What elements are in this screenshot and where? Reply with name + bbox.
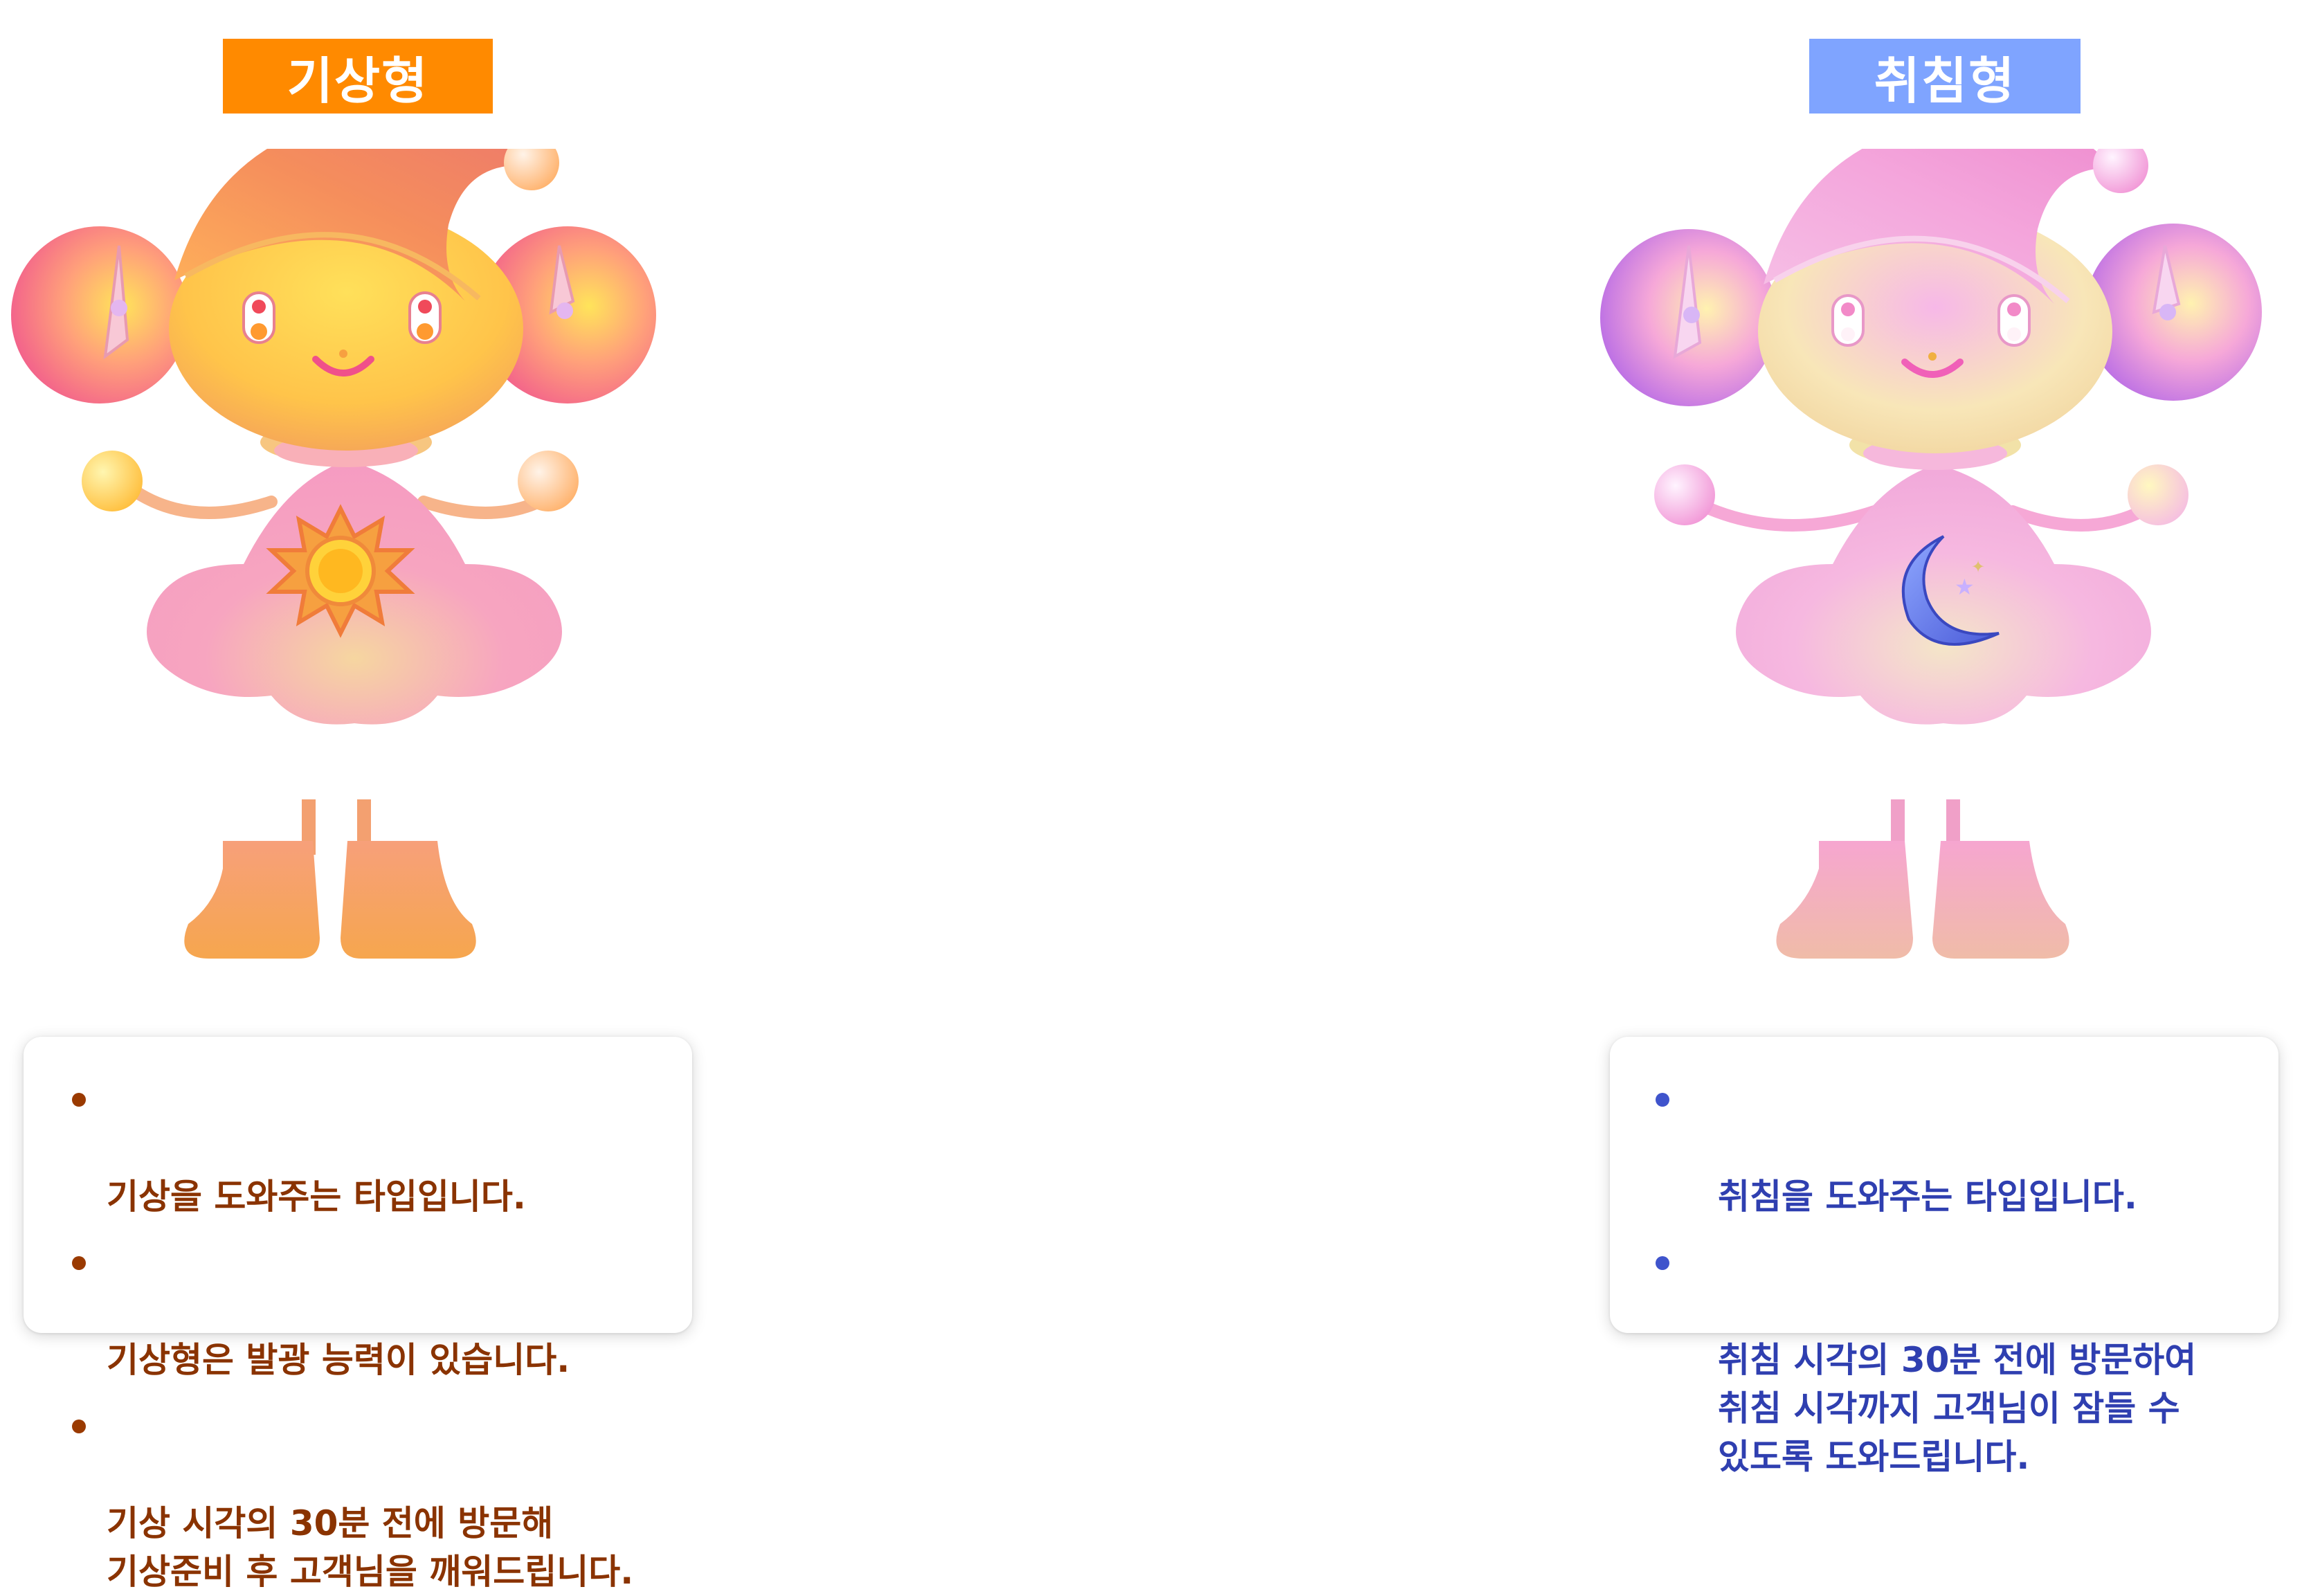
left-ear [11, 226, 188, 403]
wake-info-text: 기상형은 발광 능력이 있습니다. [107, 1340, 570, 1380]
sleep-type-badge: 취침형 [1809, 39, 2081, 114]
right-eye [1997, 294, 2031, 347]
bullet-icon [72, 1093, 86, 1107]
clock-hand-icon [1673, 245, 1702, 359]
night-cap [1764, 149, 2112, 304]
wake-type-panel: 기상형 [8, 0, 700, 1592]
bullet-icon [1656, 1256, 1669, 1270]
wake-info-card: 기상을 도와주는 타입입니다. 기상형은 발광 능력이 있습니다. 기상 시각의… [24, 1037, 692, 1592]
wake-mascot [8, 149, 700, 1014]
bullet-icon [1656, 1093, 1669, 1107]
night-cap [174, 149, 523, 301]
sleep-info-item: 취침을 도와주는 타입입니다. [1656, 1076, 2251, 1221]
left-eye [1831, 294, 1865, 347]
left-hand [1654, 464, 1715, 525]
sun-emblem-icon [266, 504, 415, 638]
bullet-icon [72, 1420, 86, 1433]
left-boot [1776, 841, 1913, 959]
smile [1901, 359, 1964, 378]
cap-pompom [2093, 149, 2148, 193]
cloud-body [1736, 464, 2151, 725]
right-boot [341, 841, 476, 959]
wake-info-item: 기상형은 발광 능력이 있습니다. [69, 1239, 664, 1384]
sleep-mascot: ★ ✦ [1597, 149, 2290, 1014]
wake-info-text: 기상을 도와주는 타입입니다. [107, 1177, 526, 1217]
svg-text:✦: ✦ [1971, 557, 1985, 577]
cap-pompom [504, 149, 559, 190]
right-hand [518, 451, 579, 511]
moon-emblem-icon: ★ ✦ [1901, 535, 2000, 646]
sleep-info-card: 취침을 도와주는 타입입니다. 취침 시각의 30분 전에 방문하여 취침 시각… [1610, 1037, 2278, 1477]
wake-info-text: 기상 시각의 30분 전에 방문해 기상준비 후 고객님을 깨워드립니다. [107, 1503, 634, 1592]
wake-info-item: 기상 시각의 30분 전에 방문해 기상준비 후 고객님을 깨워드립니다. [69, 1402, 664, 1596]
sleep-info-text: 취침을 도와주는 타입입니다. [1718, 1177, 2137, 1217]
right-hand [2128, 464, 2188, 525]
left-boot [184, 841, 320, 959]
sleep-info-list: 취침을 도와주는 타입입니다. 취침 시각의 30분 전에 방문하여 취침 시각… [1610, 1037, 2278, 1481]
right-boot [1932, 841, 2069, 959]
wake-info-list: 기상을 도와주는 타입입니다. 기상형은 발광 능력이 있습니다. 기상 시각의… [24, 1037, 692, 1596]
left-hand [82, 451, 143, 511]
smile [312, 356, 374, 377]
svg-text:★: ★ [1955, 574, 1975, 600]
sleep-info-item: 취침 시각의 30분 전에 방문하여 취침 시각까지 고객님이 잠들 수 있도록… [1656, 1239, 2251, 1481]
bullet-icon [72, 1256, 86, 1270]
wake-info-item: 기상을 도와주는 타입입니다. [69, 1076, 664, 1221]
sleep-type-panel: 취침형 [1597, 0, 2290, 1477]
wake-mascot-illustration [11, 149, 656, 959]
sleep-mascot-illustration: ★ ✦ [1600, 149, 2262, 959]
wake-type-badge: 기상형 [223, 39, 493, 114]
sleep-info-text: 취침 시각의 30분 전에 방문하여 취침 시각까지 고객님이 잠들 수 있도록… [1718, 1340, 2197, 1477]
